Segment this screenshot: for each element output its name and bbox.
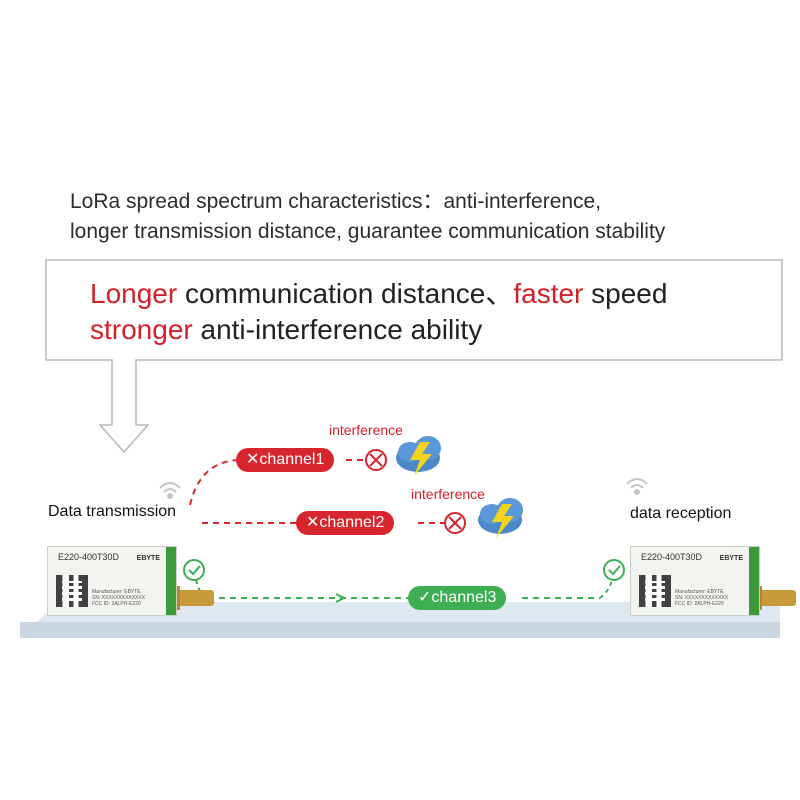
module-info: Manufacturer: EBYTE SN: XXXXXXXXXXXXX FC… bbox=[92, 589, 146, 607]
callout-text: Longer communication distance、faster spe… bbox=[90, 276, 667, 348]
callout-seg: faster bbox=[513, 278, 584, 309]
callout-seg: stronger bbox=[90, 314, 193, 345]
callout-seg: anti-interference ability bbox=[192, 314, 483, 345]
storm-cloud-icon-2 bbox=[478, 498, 523, 538]
channel1-path bbox=[189, 459, 239, 506]
callout-seg: Longer bbox=[90, 278, 178, 309]
module-edge bbox=[749, 547, 759, 615]
lora-module-right: E220-400T30D EBYTE Manufacturer: EBYTE S… bbox=[630, 546, 760, 616]
channel3-link-right bbox=[599, 579, 613, 599]
channel3-pill: ✓channel3 bbox=[408, 586, 507, 610]
interference-label-2: interference bbox=[411, 486, 485, 502]
signal-icon-left bbox=[159, 482, 181, 499]
module-info: Manufacturer: EBYTE SN: XXXXXXXXXXXXX FC… bbox=[675, 589, 729, 607]
module-model: E220-400T30D bbox=[58, 552, 120, 562]
channel2-pill: ✕channel2 bbox=[296, 511, 395, 535]
module-brand: EBYTE bbox=[136, 555, 160, 562]
callout-seg: speed bbox=[583, 278, 668, 309]
channel1-pill: ✕channel1 bbox=[236, 448, 335, 472]
interference-label-1: interference bbox=[329, 422, 403, 438]
callout-line-2: stronger anti-interference ability bbox=[90, 312, 667, 348]
callout-line-1: Longer communication distance、faster spe… bbox=[90, 276, 667, 312]
module-brand: EBYTE bbox=[719, 555, 743, 562]
data-reception-label: data reception bbox=[630, 505, 732, 522]
board-base bbox=[20, 622, 780, 638]
arrow-head-icon bbox=[335, 593, 347, 603]
blocked-icon-2 bbox=[444, 512, 466, 534]
channel3-link-left bbox=[195, 579, 209, 599]
qr-code-icon bbox=[56, 575, 88, 607]
intro-line-2: longer transmission distance, guarantee … bbox=[70, 220, 666, 243]
intro-text: LoRa spread spectrum characteristics：ant… bbox=[70, 187, 665, 247]
storm-cloud-icon-1 bbox=[396, 436, 441, 476]
callout-box bbox=[45, 259, 783, 454]
qr-code-icon bbox=[639, 575, 671, 607]
blocked-icon-1 bbox=[365, 449, 387, 471]
intro-line-1: LoRa spread spectrum characteristics：ant… bbox=[70, 190, 602, 213]
data-transmission-label: Data transmission bbox=[48, 503, 177, 520]
check-icon-left bbox=[183, 559, 205, 581]
callout-seg: communication distance、 bbox=[177, 278, 514, 309]
module-model: E220-400T30D bbox=[641, 552, 703, 562]
lora-module-left: E220-400T30D EBYTE Manufacturer: EBYTE S… bbox=[47, 546, 177, 616]
check-icon-right bbox=[603, 559, 625, 581]
signal-icon-right bbox=[626, 478, 648, 495]
module-edge bbox=[166, 547, 176, 615]
